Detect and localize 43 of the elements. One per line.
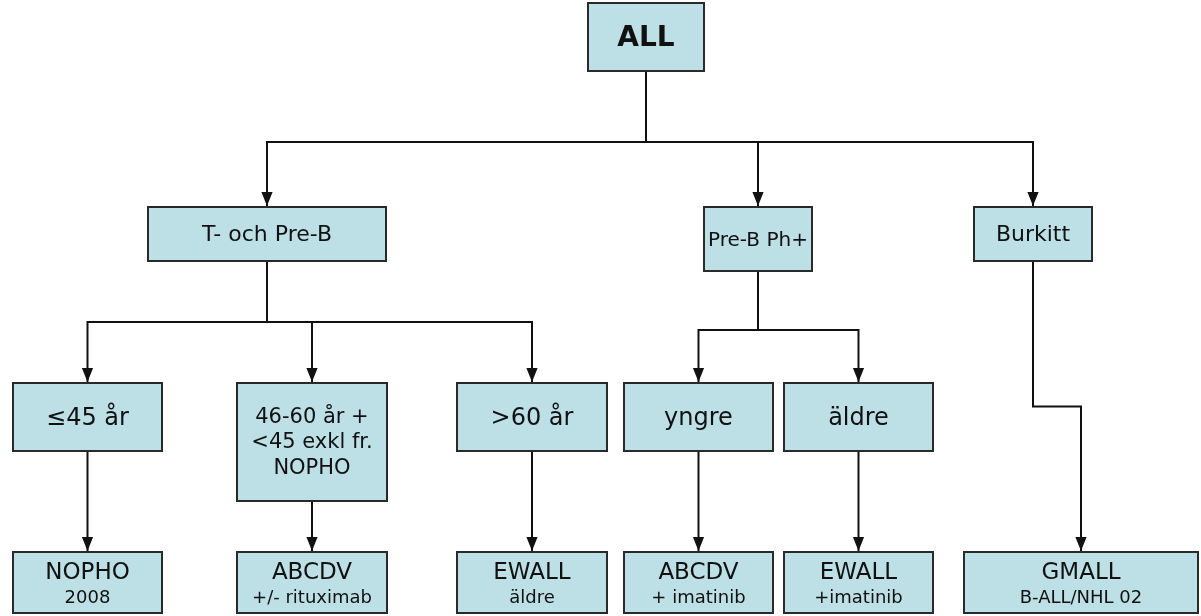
box-label: NOPHO — [45, 557, 130, 586]
process-box — [783, 551, 934, 614]
box-label: yngre — [664, 402, 733, 432]
box-label: EWALL — [819, 557, 898, 586]
box-sublabel: 2008 — [64, 585, 111, 608]
box-sublabel: äldre — [509, 585, 555, 608]
box-label: Pre-B Ph+ — [708, 227, 808, 251]
process-box — [973, 206, 1093, 262]
box-label: T- och Pre-B — [201, 220, 333, 248]
arrow — [1032, 261, 1087, 552]
box-label: ABCDV — [658, 557, 739, 586]
arrow — [526, 451, 538, 552]
box-sublabel: + imatinib — [651, 585, 746, 608]
process-box — [12, 382, 163, 452]
box-label: ALL — [617, 20, 675, 54]
process-box — [963, 551, 1199, 614]
process-box — [587, 2, 705, 72]
box-sublabel: B-ALL/NHL 02 — [1019, 585, 1143, 608]
arrow — [692, 451, 705, 552]
box-label: ≤45 år — [46, 402, 129, 432]
box-label: Burkitt — [995, 220, 1071, 248]
process-box — [456, 551, 608, 614]
process-box — [623, 551, 774, 614]
box-label: 46-60 år + <45 exkl fr. NOPHO — [250, 404, 374, 480]
box-label: >60 år — [490, 402, 574, 432]
process-box — [783, 382, 934, 452]
process-box — [623, 382, 774, 452]
box-sublabel: +imatinib — [814, 585, 903, 608]
process-box — [236, 382, 388, 502]
arrow — [306, 501, 318, 552]
process-box — [12, 551, 163, 614]
process-box — [456, 382, 608, 452]
box-label: äldre — [828, 402, 889, 432]
arrow — [757, 271, 865, 383]
box-label: EWALL — [493, 557, 571, 586]
box-label: ABCDV — [271, 557, 353, 586]
process-box — [236, 551, 388, 614]
arrow — [852, 451, 865, 552]
process-box — [147, 206, 387, 262]
box-label: GMALL — [1041, 557, 1121, 586]
arrow — [81, 451, 94, 552]
process-box — [703, 206, 813, 272]
box-sublabel: +/- rituximab — [252, 585, 372, 608]
